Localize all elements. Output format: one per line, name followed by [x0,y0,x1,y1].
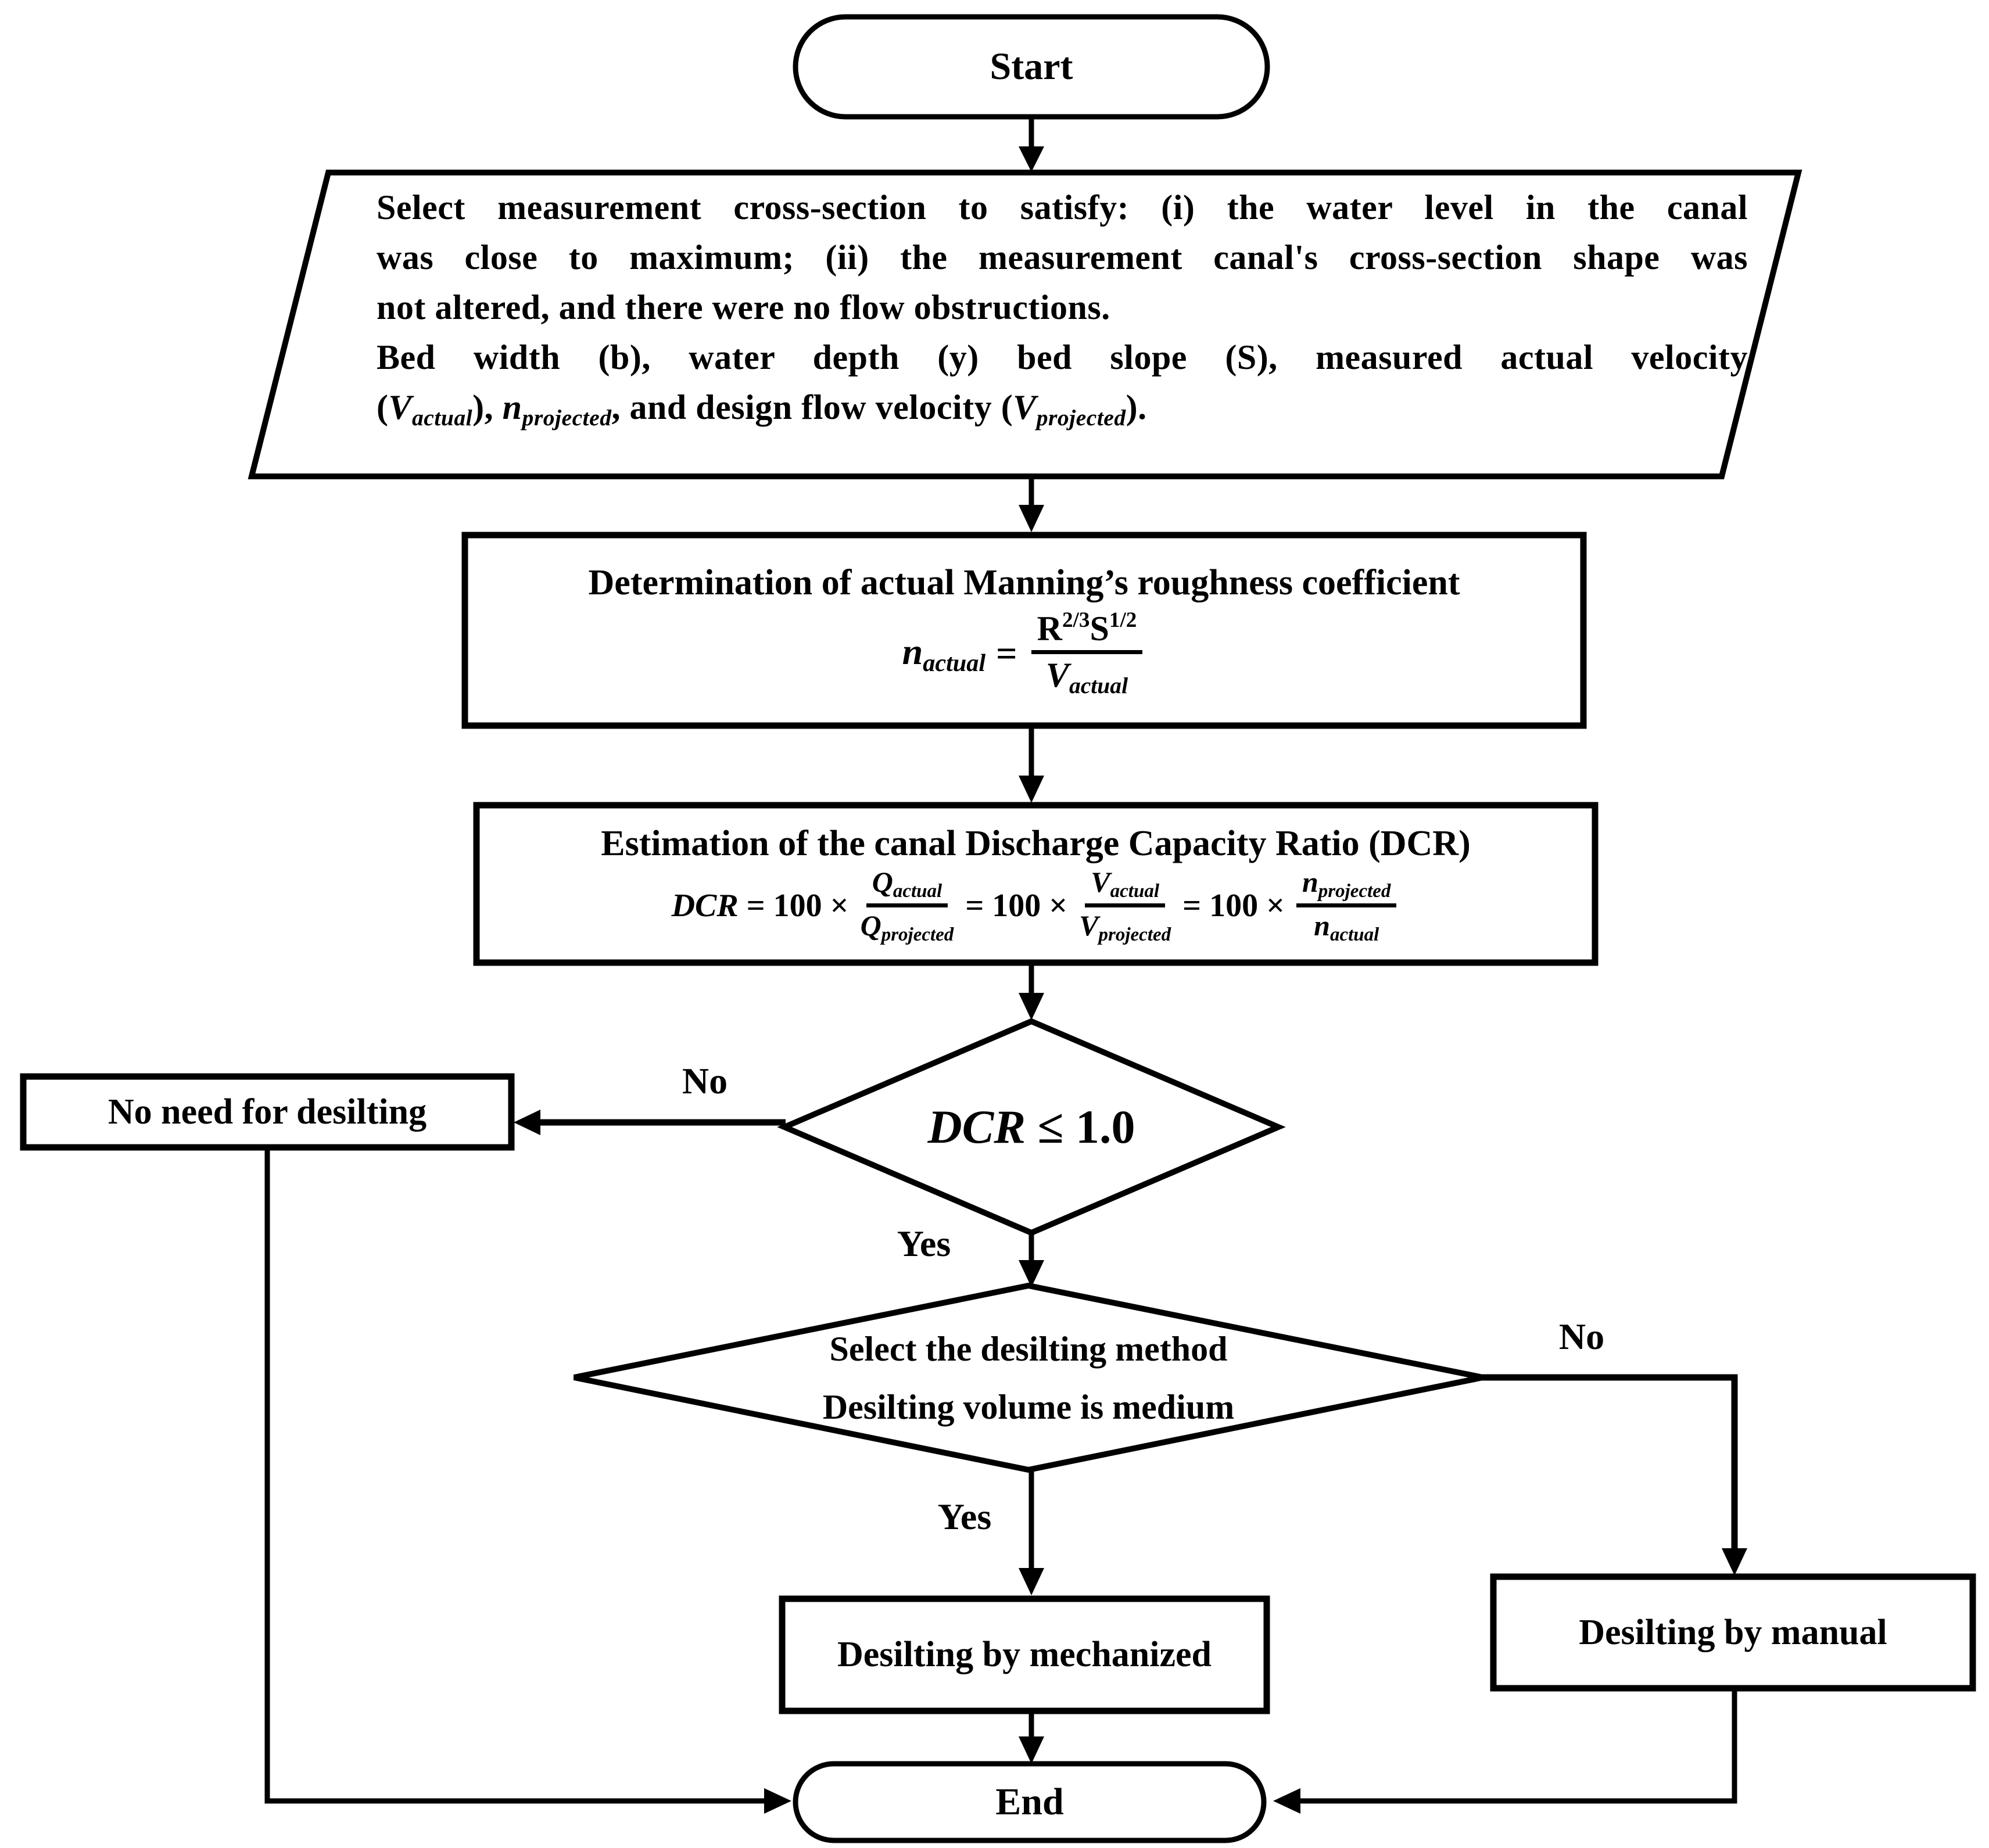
end-label: End [995,1781,1064,1823]
process-mechanized-shape [779,1595,1270,1714]
input-line-4: Bed width (b), water depth (y) bed slope… [377,338,1748,376]
process-manual: Desilting by manual [1493,1577,1973,1688]
input-line-1: Select measurement cross-section to sati… [377,188,1748,227]
decision2-line-1: Select the desilting method [829,1329,1228,1368]
input-line-2: was close to maximum; (ii) the measureme… [377,238,1748,277]
terminator-end: End [795,1764,1264,1840]
dcr-fraction-q: Qactual Qprojected [860,865,954,946]
process-dcr-shape [473,802,1599,966]
mechanized-label: Desilting by mechanized [837,1635,1212,1674]
decision-dcr: DCR ≤ 1.0 [784,1021,1278,1233]
arrowhead-input-manning [1019,505,1044,532]
process-manning: Determination of actual Manning’s roughn… [465,535,1583,726]
decision1-variable: DCR [927,1100,1026,1153]
process-manning-shape [461,532,1587,729]
decision-method: Select the desilting method Desilting vo… [574,1286,1483,1470]
dcr-formula: DCR = 100 × Qactual Qprojected = 100 × V… [672,865,1400,946]
label-decision1-yes: Yes [897,1223,951,1264]
dcr-fraction-v: Vactual Vprojected [1079,865,1171,946]
input-parallelogram-shape [248,170,1802,479]
start-label: Start [990,45,1073,88]
no-need-label: No need for desilting [107,1092,427,1132]
arrowhead-manual-end [1273,1788,1300,1814]
arrowhead-decision1-decision2 [1019,1260,1044,1287]
arrowhead-dcr-decision1 [1019,993,1044,1020]
decision1-condition: ≤ 1.0 [1037,1100,1135,1153]
arrowhead-decision2-manual [1722,1548,1747,1576]
connector-decision2-manual [1482,1374,1738,1550]
input-parallelogram: Select measurement cross-section to sati… [377,182,1748,443]
process-mechanized: Desilting by mechanized [782,1599,1267,1711]
arrowhead-decision2-mechanized [1019,1568,1044,1595]
arrowhead-no-need-end [764,1788,791,1814]
arrowhead-start-input [1019,146,1044,172]
arrowhead-mechanized-end [1019,1736,1044,1764]
arrowhead-decision1-no-need [514,1110,540,1135]
dcr-title: Estimation of the canal Discharge Capaci… [601,823,1471,863]
label-decision2-no: No [1558,1316,1605,1357]
input-line-3: not altered, and there were no flow obst… [377,288,1110,326]
label-decision1-no: No [682,1060,728,1101]
process-no-need-shape [20,1073,515,1151]
decision-method-shape [574,1282,1483,1473]
dcr-fraction-n: nprojected nactual [1296,865,1397,946]
manning-title: Determination of actual Manning’s roughn… [588,563,1460,603]
terminator-start: Start [795,17,1267,117]
process-no-need: No need for desilting [23,1076,511,1147]
terminator-end-shape [793,1761,1267,1843]
decision2-line-2: Desilting volume is medium [822,1387,1235,1426]
decision-dcr-shape [777,1018,1286,1236]
connector-no-need-end [264,1149,766,1804]
process-dcr: Estimation of the canal Discharge Capaci… [476,805,1595,963]
connector-manual-end [1299,1689,1737,1804]
process-manual-shape [1490,1573,1976,1692]
manning-formula: nactual = R2/3S1/2 Vactual [902,608,1146,699]
terminator-start-shape [793,14,1270,120]
manual-label: Desilting by manual [1579,1612,1887,1652]
label-decision2-yes: Yes [937,1496,992,1537]
input-line-5: (Vactual), nprojected, and design flow v… [377,388,1147,431]
arrowhead-manning-dcr [1019,776,1044,803]
